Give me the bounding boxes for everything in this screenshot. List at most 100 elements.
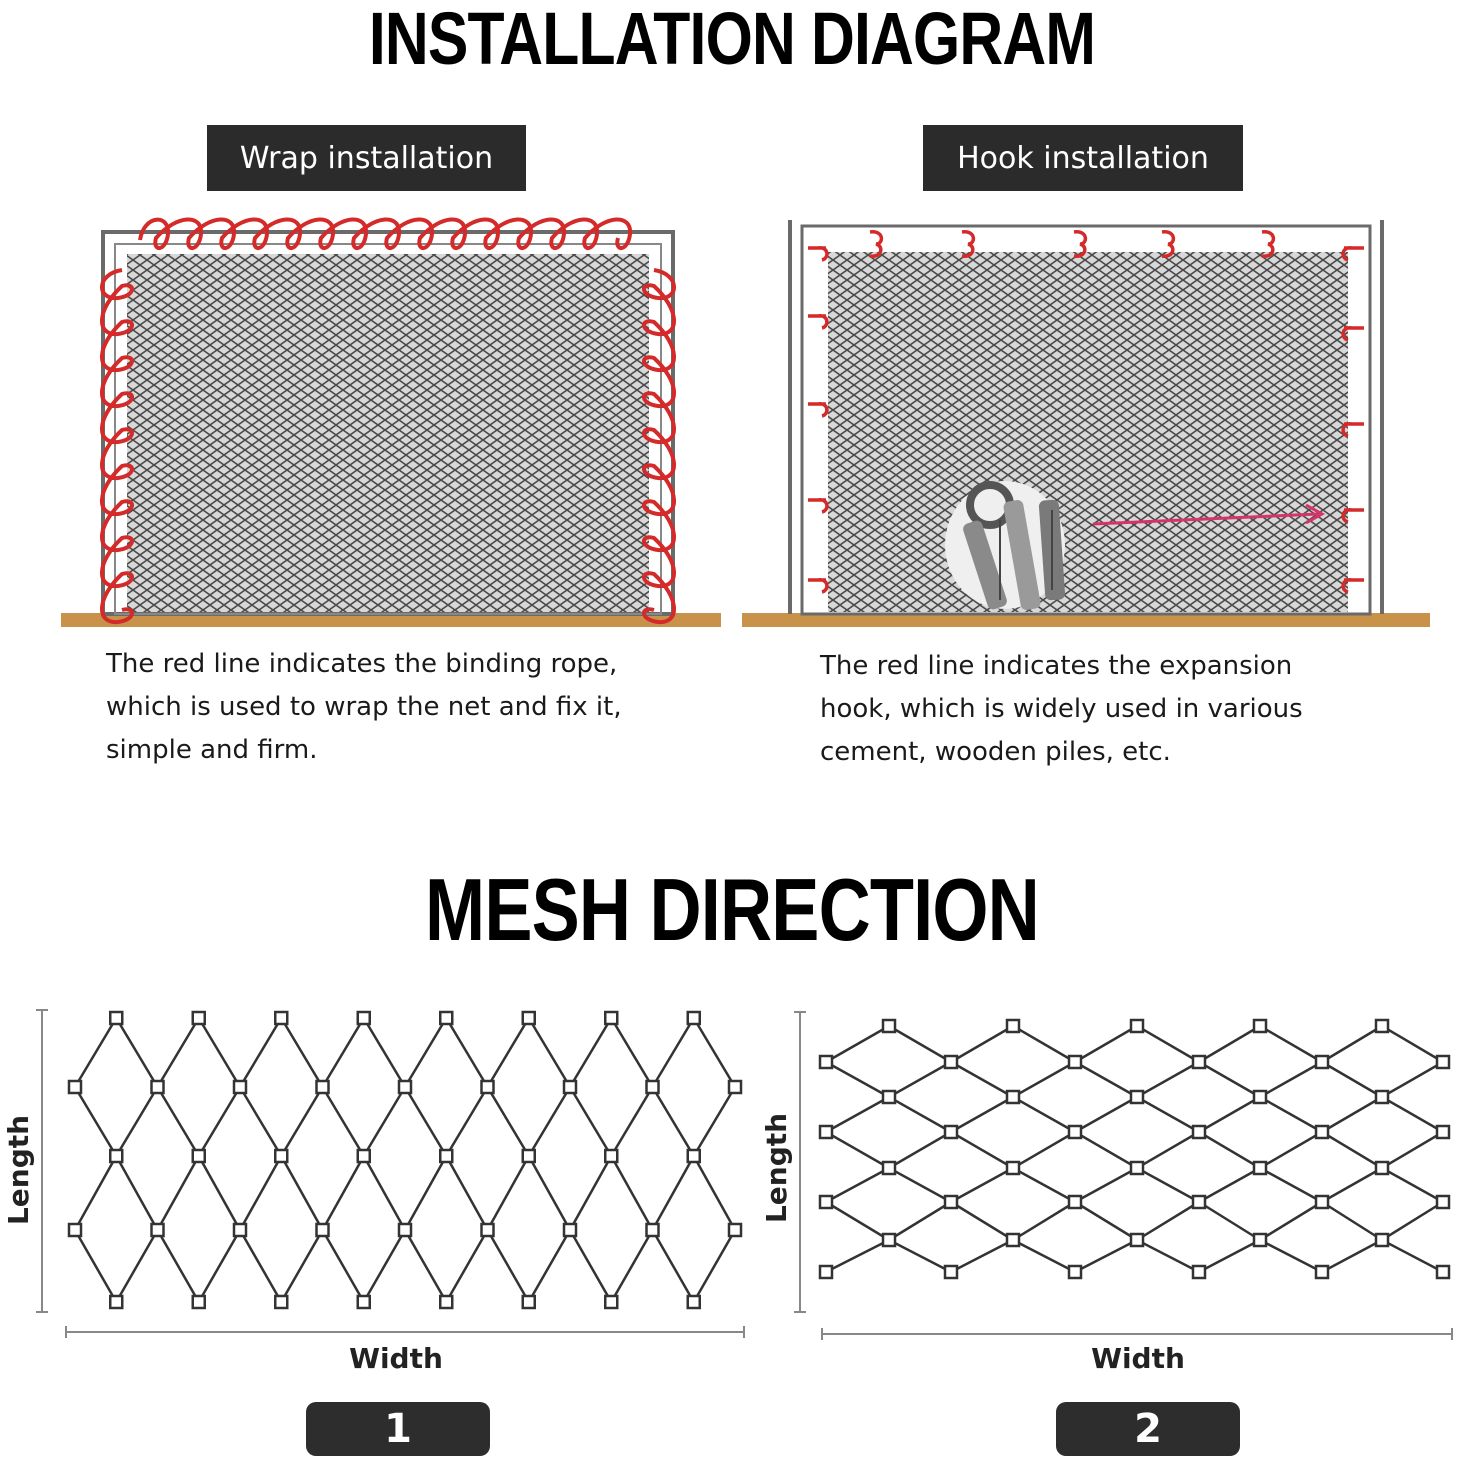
mesh-node xyxy=(1314,1054,1330,1070)
mesh-node xyxy=(943,1264,959,1280)
mesh-node xyxy=(1005,1018,1021,1034)
hook-installation-label: Hook installation xyxy=(923,125,1243,191)
mesh-node xyxy=(881,1018,897,1034)
mesh-node xyxy=(521,1010,536,1026)
mesh-node xyxy=(686,1294,701,1310)
mesh-node xyxy=(356,1148,371,1164)
mesh-node xyxy=(397,1079,413,1095)
mesh-node xyxy=(818,1194,834,1210)
mesh-node xyxy=(1252,1089,1268,1105)
mesh-direction-title: MESH DIRECTION xyxy=(425,860,1040,959)
hook-installation-illustration xyxy=(742,220,1430,627)
width-label-2: Width xyxy=(1091,1342,1185,1375)
mesh-node xyxy=(150,1079,165,1095)
mesh-node xyxy=(439,1294,454,1310)
mesh-node xyxy=(818,1054,834,1070)
mesh-node xyxy=(1191,1124,1207,1140)
expansion-hook-photo xyxy=(945,481,1066,610)
mesh-node xyxy=(150,1222,165,1238)
mesh-node xyxy=(818,1264,834,1280)
mesh-diagram-2 xyxy=(818,1018,1451,1280)
badge-2: 2 xyxy=(1056,1402,1240,1456)
mesh-node xyxy=(645,1079,660,1095)
mesh-node xyxy=(562,1079,578,1095)
mesh-node xyxy=(881,1089,897,1105)
expansion-hooks xyxy=(808,230,1364,594)
frame-right xyxy=(800,224,1372,616)
width-dimension-1 xyxy=(65,1326,745,1338)
mesh-node xyxy=(315,1079,330,1095)
wrap-installation-label: Wrap installation xyxy=(207,125,526,191)
length-dimension-2 xyxy=(794,1011,806,1313)
mesh-node xyxy=(232,1079,248,1095)
net-right xyxy=(828,252,1348,612)
mesh-node xyxy=(1314,1124,1330,1140)
mesh-node xyxy=(356,1010,371,1026)
mesh-node xyxy=(1374,1018,1390,1034)
mesh-node xyxy=(562,1222,578,1238)
mesh-diagram-1 xyxy=(67,1010,743,1310)
mesh-node xyxy=(604,1294,619,1310)
arrow xyxy=(1092,503,1326,526)
mesh-node xyxy=(943,1124,959,1140)
net-left xyxy=(127,254,649,612)
mesh-node xyxy=(1129,1089,1145,1105)
mesh-node xyxy=(686,1010,701,1026)
mesh-node xyxy=(397,1222,413,1238)
mesh-node xyxy=(1067,1194,1083,1210)
mesh-node xyxy=(1252,1232,1268,1248)
mesh-node xyxy=(439,1148,454,1164)
mesh-node xyxy=(1191,1194,1207,1210)
mesh-node xyxy=(274,1148,289,1164)
length-label-2: Length xyxy=(760,1113,793,1223)
mesh-node xyxy=(818,1124,834,1140)
mesh-node xyxy=(1374,1089,1390,1105)
mesh-node xyxy=(109,1148,124,1164)
mesh-node xyxy=(191,1294,206,1310)
mesh-node xyxy=(881,1232,897,1248)
mesh-node xyxy=(604,1148,619,1164)
mesh-node xyxy=(1374,1232,1390,1248)
wrap-installation-illustration xyxy=(61,217,721,627)
mesh-node xyxy=(439,1010,454,1026)
mesh-node xyxy=(1435,1054,1451,1070)
mesh-node xyxy=(1005,1160,1021,1176)
description-line: simple and firm. xyxy=(106,735,318,765)
mesh-node xyxy=(943,1054,959,1070)
mesh-node xyxy=(109,1294,124,1310)
mesh-node xyxy=(1067,1054,1083,1070)
mesh-node xyxy=(480,1222,495,1238)
mesh-node xyxy=(1314,1194,1330,1210)
length-label-1: Length xyxy=(2,1115,35,1225)
mesh-node xyxy=(274,1294,289,1310)
width-label-1: Width xyxy=(349,1342,443,1375)
binding-rope xyxy=(100,217,676,625)
mesh-node xyxy=(881,1160,897,1176)
mesh-node xyxy=(604,1010,619,1026)
mesh-node xyxy=(727,1079,743,1095)
description-line: cement, wooden piles, etc. xyxy=(820,737,1171,767)
mesh-node xyxy=(356,1294,371,1310)
mesh-node xyxy=(1435,1124,1451,1140)
mesh-node xyxy=(645,1222,660,1238)
mesh-node xyxy=(1374,1160,1390,1176)
mesh-node xyxy=(274,1010,289,1026)
mesh-node xyxy=(521,1294,536,1310)
width-dimension-2 xyxy=(821,1328,1453,1340)
mesh-node xyxy=(1129,1160,1145,1176)
description-line: The red line indicates the binding rope, xyxy=(106,649,618,679)
mesh-node xyxy=(943,1194,959,1210)
mesh-node xyxy=(1435,1264,1451,1280)
mesh-node xyxy=(1005,1089,1021,1105)
mesh-node xyxy=(315,1222,330,1238)
mesh-node xyxy=(1314,1264,1330,1280)
mesh-node xyxy=(67,1079,83,1095)
mesh-node xyxy=(109,1010,124,1026)
mesh-node xyxy=(1067,1124,1083,1140)
length-dimension-1 xyxy=(36,1009,48,1313)
description-line: hook, which is widely used in various xyxy=(820,694,1303,724)
description-line: which is used to wrap the net and fix it… xyxy=(106,692,622,722)
ground-right xyxy=(742,613,1430,627)
